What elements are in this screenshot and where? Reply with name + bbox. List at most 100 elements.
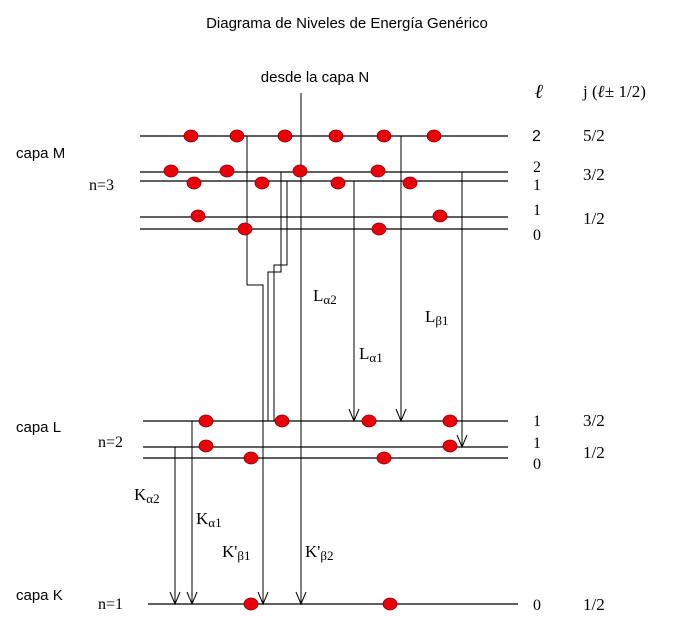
level-0-l: 2	[532, 128, 541, 145]
label-k-beta2: K'β2	[305, 542, 333, 563]
electron-dot	[382, 597, 398, 611]
label-l-beta1: Lβ1	[425, 307, 449, 328]
electron-dot	[163, 164, 179, 178]
level-2-j: 1/2	[583, 209, 605, 228]
shell-label-m: capa M	[16, 145, 65, 162]
label-l-alpha2: Lα2	[313, 286, 337, 307]
electron-dot	[442, 439, 458, 453]
level-5-j: 1/2	[583, 595, 605, 614]
electron-dot	[371, 222, 387, 236]
electron-dot	[183, 129, 199, 143]
label-k-alpha2: Kα2	[134, 485, 160, 506]
electrons-m-d52	[183, 129, 442, 143]
label-l-beta1-base: L	[425, 307, 435, 326]
label-l-alpha2-sub: 2	[330, 292, 337, 307]
electron-dot	[361, 414, 377, 428]
label-l-alpha1-base: L	[359, 344, 369, 363]
level-4-l2: 0	[533, 456, 541, 473]
electron-dot	[198, 414, 214, 428]
electron-dot	[376, 129, 392, 143]
electron-dot	[402, 176, 418, 190]
arrowhead-k-alpha1	[186, 591, 198, 606]
label-l-alpha1-greek: α	[369, 350, 376, 365]
electron-dot	[292, 164, 308, 178]
electron-dot	[426, 129, 442, 143]
electron-dot	[442, 414, 458, 428]
electron-dot	[254, 176, 270, 190]
arrowhead-k-alpha2	[169, 591, 181, 606]
label-l-alpha2-base: L	[313, 286, 323, 305]
label-k-beta2-greek: β	[320, 548, 327, 563]
shell-n-k: n=1	[98, 596, 123, 613]
label-k-beta1-greek: β	[237, 548, 244, 563]
header-j-l: ℓ	[598, 82, 605, 101]
label-k-beta1-sub: 1	[244, 548, 251, 563]
arrowhead-k-beta2	[295, 591, 307, 606]
level-1-l2: 1	[533, 177, 541, 194]
header-j-prefix: j (	[582, 82, 598, 101]
arrowhead-l-alpha1	[395, 408, 407, 423]
electron-dot	[376, 451, 392, 465]
level-2-l2: 0	[533, 227, 541, 244]
label-l-beta1-greek: β	[435, 313, 442, 328]
electron-dot	[198, 439, 214, 453]
electron-dot	[432, 209, 448, 223]
label-k-alpha2-sub: 2	[153, 491, 160, 506]
label-l-alpha1-sub: 1	[376, 350, 383, 365]
header-j: j (ℓ± 1/2)	[582, 82, 646, 101]
label-l-alpha1: Lα1	[359, 344, 383, 365]
electrons-m-s12	[237, 222, 387, 236]
label-l-beta1-sub: 1	[442, 313, 449, 328]
level-0-j: 5/2	[583, 126, 605, 145]
level-1-l: 2	[533, 159, 541, 176]
electron-dot	[243, 451, 259, 465]
bracket-path-inner	[273, 181, 288, 421]
shell-n-l: n=2	[98, 434, 123, 451]
diagram-title: Diagrama de Niveles de Energía Genérico	[206, 15, 488, 32]
electron-dot	[274, 414, 290, 428]
shell-label-k: capa K	[16, 587, 63, 604]
label-k-beta1-base: K'	[222, 542, 237, 561]
electrons-m-p12	[190, 209, 448, 223]
electrons-l-p12	[198, 439, 458, 453]
label-k-alpha1: Kα1	[196, 509, 222, 530]
level-3-j: 3/2	[583, 411, 605, 430]
header-l: ℓ	[535, 81, 544, 103]
arrowhead-k-beta1	[257, 591, 269, 606]
electrons-m-d32	[163, 164, 386, 178]
electron-dot	[237, 222, 253, 236]
level-5-l: 0	[533, 597, 541, 614]
level-2-l: 1	[533, 202, 541, 219]
label-k-alpha1-greek: α	[208, 515, 215, 530]
electron-dot	[186, 176, 202, 190]
header-j-suffix: ± 1/2)	[605, 82, 646, 101]
shell-n-m: n=3	[89, 177, 114, 194]
electron-dot	[370, 164, 386, 178]
arrowhead-l-alpha2	[348, 408, 360, 423]
source-label: desde la capa N	[261, 69, 369, 86]
electron-dot	[229, 129, 245, 143]
electrons-l-p32	[198, 414, 458, 428]
electrons-m-p32	[186, 176, 418, 190]
label-k-alpha2-greek: α	[146, 491, 153, 506]
level-3-l: 1	[533, 413, 541, 430]
label-k-beta1: K'β1	[222, 542, 250, 563]
electron-dot	[277, 129, 293, 143]
label-k-alpha2-base: K	[134, 485, 147, 504]
electron-dot	[328, 129, 344, 143]
level-1-j: 3/2	[583, 165, 605, 184]
label-k-beta2-base: K'	[305, 542, 320, 561]
level-4-j: 1/2	[583, 443, 605, 462]
electron-dot	[243, 597, 259, 611]
electron-dot	[219, 164, 235, 178]
label-k-alpha1-sub: 1	[215, 515, 222, 530]
transition-line-k-beta1	[246, 136, 264, 604]
label-k-beta2-sub: 2	[327, 548, 334, 563]
electron-dot	[330, 176, 346, 190]
label-k-alpha1-base: K	[196, 509, 209, 528]
electrons-k-s12	[243, 597, 398, 611]
electrons-l-s12	[243, 451, 392, 465]
electron-dot	[190, 209, 206, 223]
